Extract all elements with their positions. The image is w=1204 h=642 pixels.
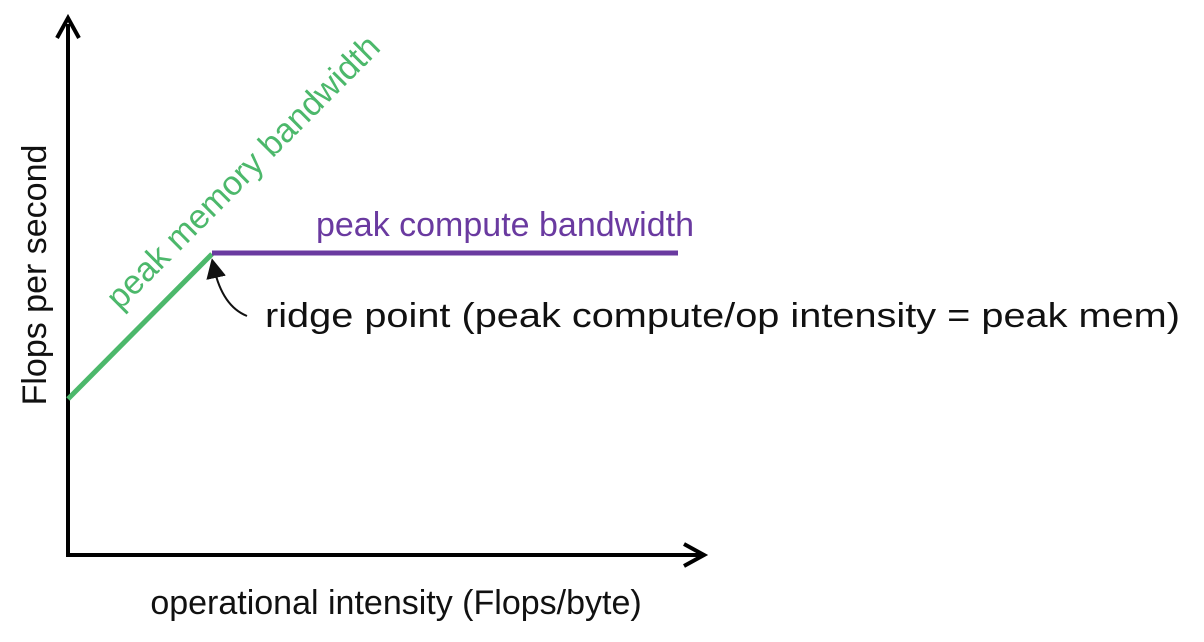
y-axis-arrowhead: [55, 13, 81, 39]
memory-bandwidth-label: peak memory bandwidth: [99, 28, 388, 317]
x-axis-label: operational intensity (Flops/byte): [150, 584, 641, 622]
ridge-point-label: ridge point (peak compute/op intensity =…: [265, 297, 1180, 335]
memory-bandwidth-line: [66, 252, 214, 401]
y-axis-label: Flops per second: [16, 145, 54, 406]
compute-bandwidth-label: peak compute bandwidth: [316, 206, 694, 244]
x-axis-arrowhead: [683, 542, 709, 568]
ridge-point-arrow: [206, 258, 248, 317]
